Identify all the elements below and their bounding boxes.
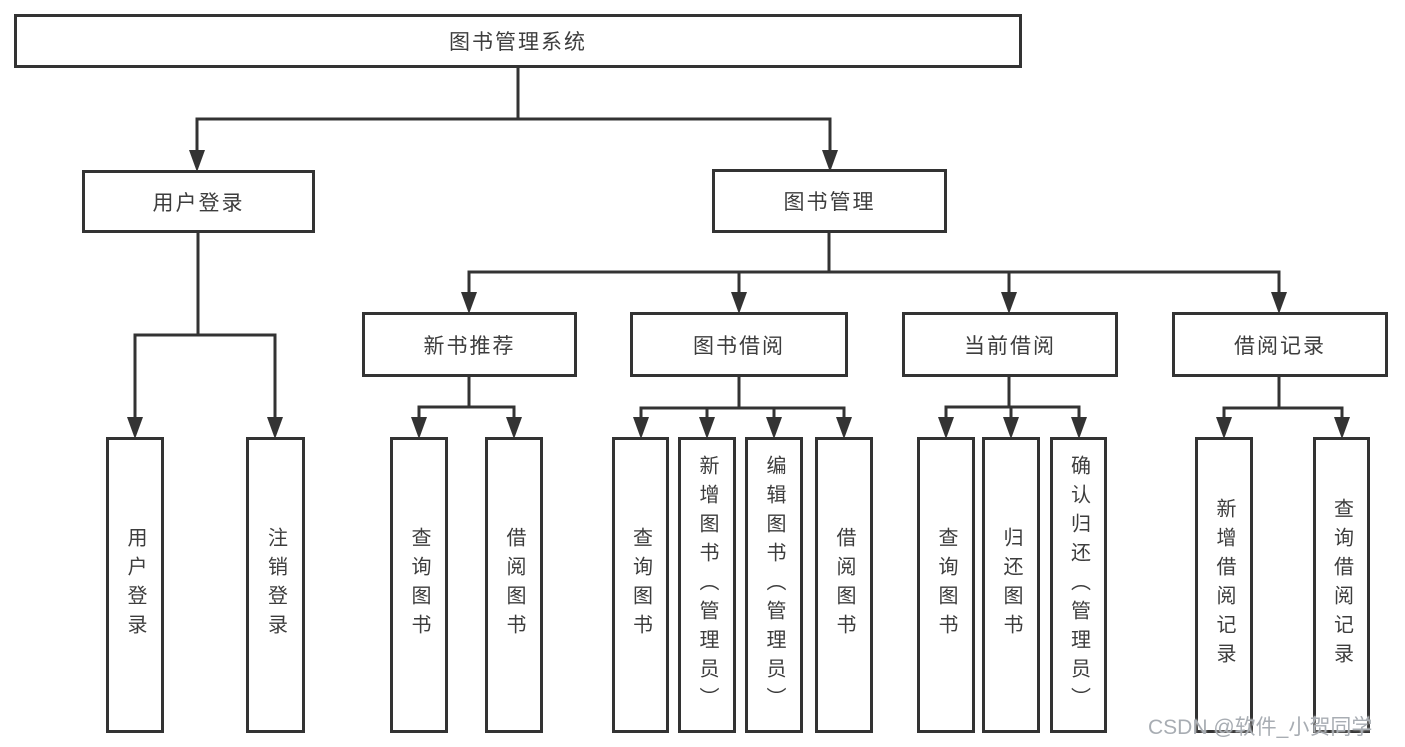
- node-book-borrow-label: 图书借阅: [693, 334, 785, 358]
- leaf-current-return-books: 归还图书: [982, 437, 1040, 733]
- leaf-current-return-books-label: 归还图书: [1000, 527, 1022, 643]
- leaf-borrow-add-books-admin-label: 新增图书（管理员）: [696, 454, 718, 716]
- leaf-newbook-borrow-books-label: 借阅图书: [503, 527, 525, 643]
- watermark-text: CSDN @软件_小贺同学: [1148, 716, 1373, 739]
- node-new-book-rec-label: 新书推荐: [423, 334, 516, 358]
- leaf-borrow-edit-books-admin-label: 编辑图书（管理员）: [763, 454, 785, 716]
- leaf-current-confirm-return-admin-label: 确认归还（管理员）: [1067, 454, 1090, 716]
- node-borrow-records: 借阅记录: [1172, 312, 1388, 377]
- leaf-current-query-books-label: 查询图书: [935, 527, 957, 643]
- leaf-newbook-borrow-books: 借阅图书: [485, 437, 543, 733]
- leaf-records-query-record: 查询借阅记录: [1313, 437, 1370, 733]
- leaf-user-login-label: 用户登录: [124, 527, 146, 643]
- leaf-current-confirm-return-admin: 确认归还（管理员）: [1050, 437, 1107, 733]
- node-user-login-label: 用户登录: [152, 191, 245, 215]
- node-book-mgmt-label: 图书管理: [783, 191, 876, 214]
- leaf-borrow-add-books-admin: 新增图书（管理员）: [678, 437, 736, 733]
- leaf-records-add-record: 新增借阅记录: [1195, 437, 1253, 733]
- leaf-borrow-edit-books-admin: 编辑图书（管理员）: [745, 437, 803, 733]
- leaf-borrow-query-books: 查询图书: [612, 437, 669, 733]
- leaf-records-add-record-label: 新增借阅记录: [1213, 498, 1235, 672]
- leaf-records-query-record-label: 查询借阅记录: [1330, 498, 1353, 672]
- leaf-newbook-query-books-label: 查询图书: [408, 527, 430, 643]
- node-current-borrow: 当前借阅: [902, 312, 1118, 377]
- node-borrow-records-label: 借阅记录: [1234, 334, 1326, 358]
- node-root-label: 图书管理系统: [449, 31, 587, 54]
- node-user-login: 用户登录: [82, 170, 315, 233]
- leaf-borrow-query-books-label: 查询图书: [629, 527, 652, 643]
- node-new-book-rec: 新书推荐: [362, 312, 577, 377]
- leaf-borrow-borrow-books: 借阅图书: [815, 437, 873, 733]
- leaf-user-login: 用户登录: [106, 437, 164, 733]
- node-current-borrow-label: 当前借阅: [964, 334, 1056, 358]
- node-book-mgmt: 图书管理: [712, 169, 947, 233]
- leaf-newbook-query-books: 查询图书: [390, 437, 448, 733]
- leaf-logout-label: 注销登录: [264, 527, 287, 643]
- node-book-borrow: 图书借阅: [630, 312, 848, 377]
- leaf-logout: 注销登录: [246, 437, 305, 733]
- node-root: 图书管理系统: [14, 14, 1022, 68]
- leaf-borrow-borrow-books-label: 借阅图书: [833, 527, 855, 643]
- leaf-current-query-books: 查询图书: [917, 437, 975, 733]
